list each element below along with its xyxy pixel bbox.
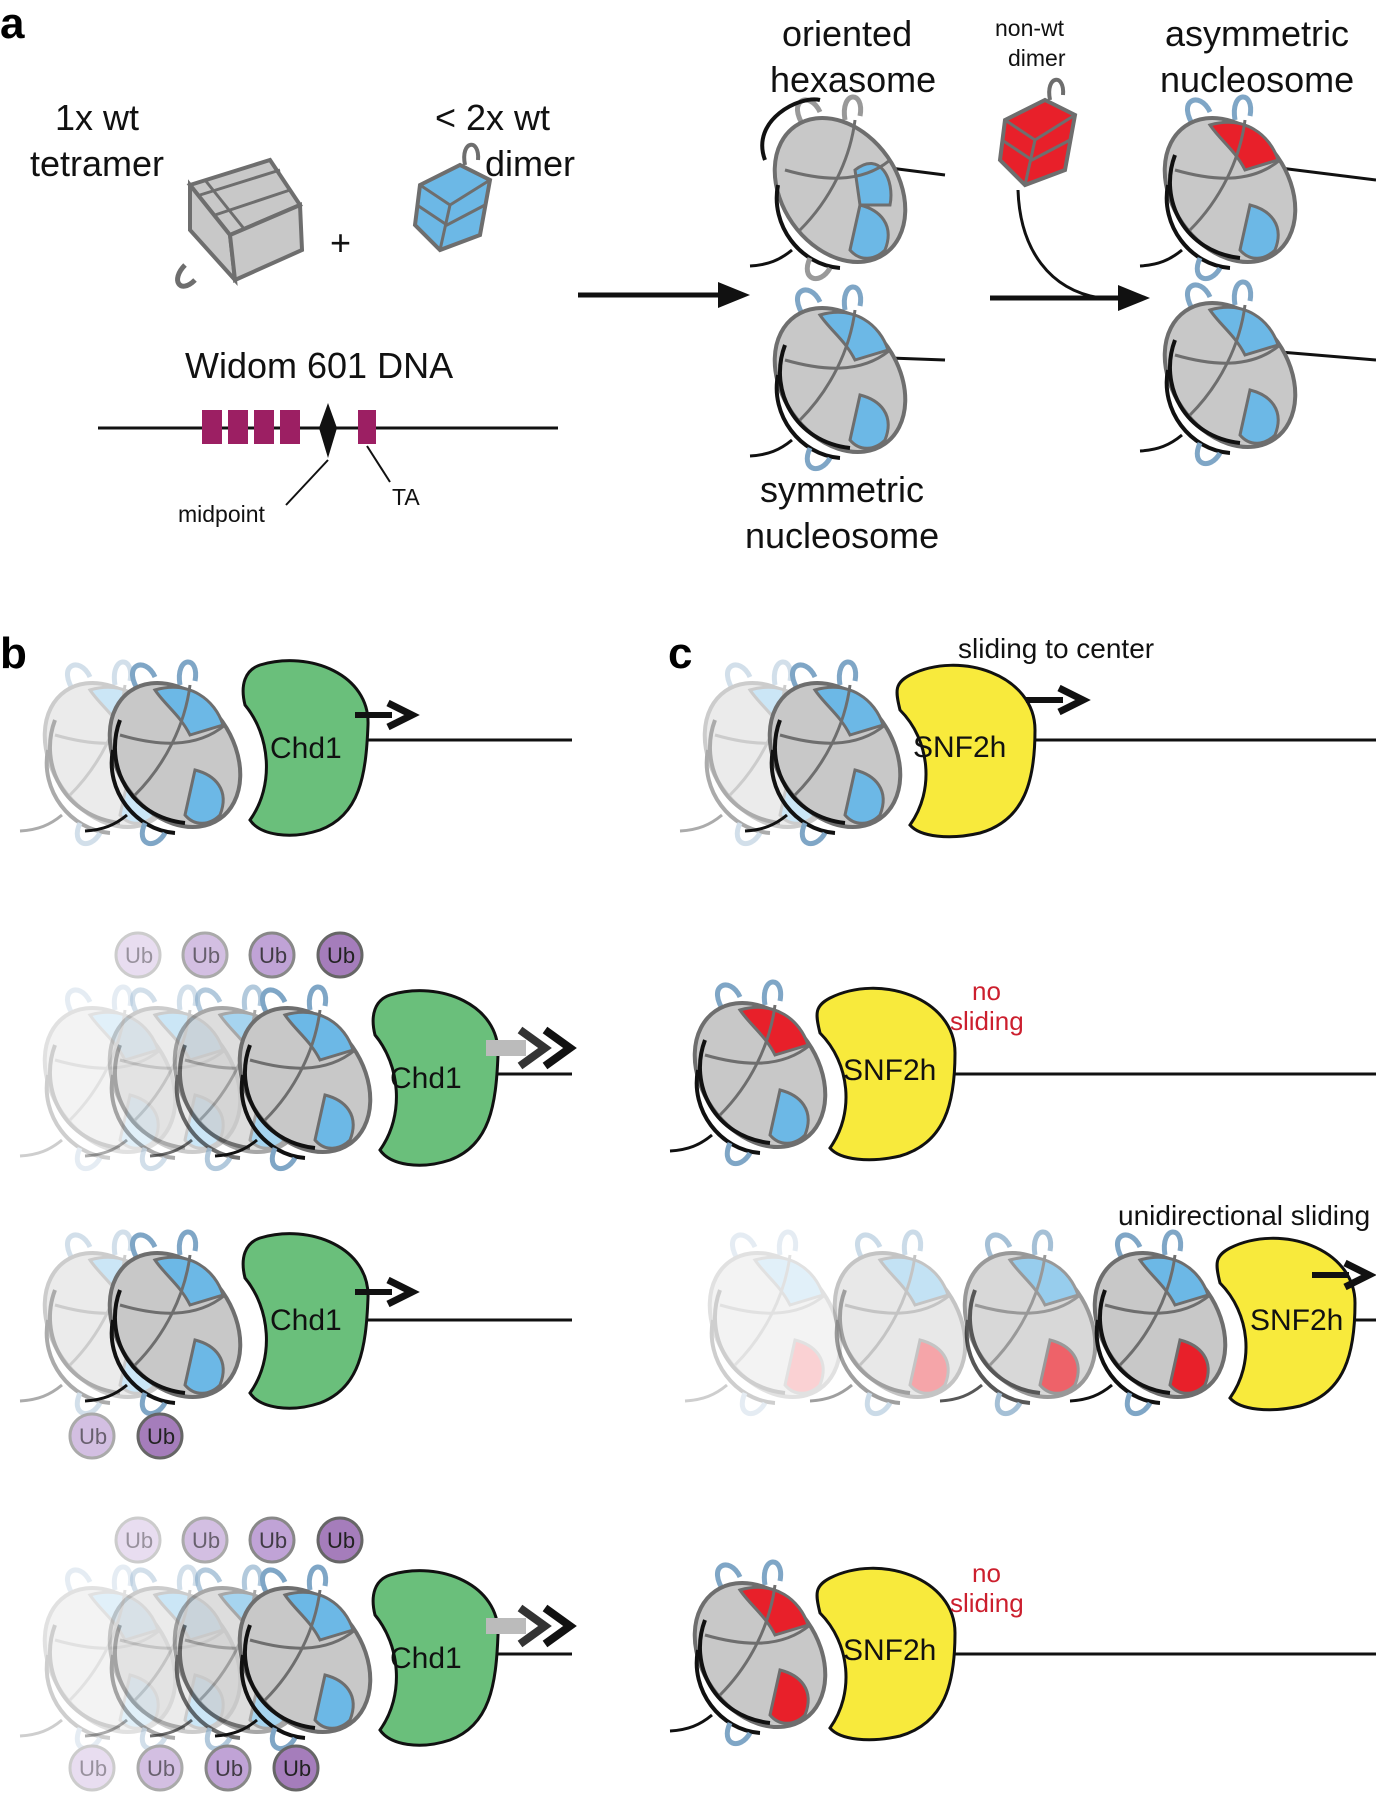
ubiquitin-group-bottom-3: Ub Ub — [68, 1412, 184, 1460]
ub-label: Ub — [259, 1528, 287, 1553]
ubiquitin-group-top-4: Ub Ub Ub Ub — [114, 1516, 364, 1564]
wt-dimer-icon — [413, 142, 492, 252]
midpoint-label: midpoint — [178, 501, 266, 527]
chd1-label-1: Chd1 — [270, 732, 342, 765]
no-sliding-label-1-line1: no — [972, 976, 1001, 1006]
chd1-label-3: Chd1 — [270, 1304, 342, 1337]
arrow-icon — [486, 1026, 577, 1070]
snf2h-row-1: sliding to center SNF2h — [678, 633, 1376, 852]
nonwt-label-line2: dimer — [1008, 45, 1066, 71]
ub-label: Ub — [125, 1528, 153, 1553]
arrow-icon — [355, 699, 420, 731]
ub-label: Ub — [192, 943, 220, 968]
tetramer-icon — [178, 160, 302, 286]
sliding-to-center-label: sliding to center — [958, 633, 1154, 664]
arrow-icon — [1312, 1259, 1376, 1291]
snf2h-label-1: SNF2h — [913, 731, 1006, 764]
dimer-label-line2: dimer — [485, 143, 575, 184]
no-sliding-label-1-line2: sliding — [950, 1006, 1024, 1036]
asymmetric-label-line2: nucleosome — [1160, 59, 1354, 100]
symmetric-label-line2: nucleosome — [745, 515, 939, 556]
unidirectional-label: unidirectional sliding — [1118, 1200, 1370, 1231]
hexasome-label-line1: oriented — [782, 13, 912, 54]
widom-601-dna — [98, 403, 558, 506]
tetramer-label-line2: tetramer — [30, 143, 164, 184]
ub-label: Ub — [147, 1756, 175, 1781]
ub-label: Ub — [327, 943, 355, 968]
snf2h-row-4: SNF2h no sliding — [668, 1558, 1376, 1752]
chd1-label-4: Chd1 — [390, 1642, 462, 1675]
snf2h-label-4: SNF2h — [843, 1634, 936, 1667]
ub-label: Ub — [79, 1424, 107, 1449]
chd1-row-2: Chd1 Ub Ub Ub Ub — [18, 931, 577, 1177]
ub-label: Ub — [259, 943, 287, 968]
arrow-icon — [1026, 684, 1091, 716]
asymmetric-label-line1: asymmetric — [1165, 13, 1349, 54]
dna-title: Widom 601 DNA — [185, 345, 453, 386]
symmetric-label-line1: symmetric — [760, 469, 924, 510]
symmetric-nucleosome-product-icon — [1138, 278, 1376, 472]
ub-label: Ub — [125, 943, 153, 968]
panel-label-a: a — [0, 0, 25, 48]
ub-label: Ub — [215, 1756, 243, 1781]
ub-label: Ub — [192, 1528, 220, 1553]
snf2h-label-3: SNF2h — [1250, 1304, 1343, 1337]
plus-sign: + — [330, 222, 351, 263]
panel-label-c: c — [668, 629, 692, 678]
ubiquitin-group-bottom-4: Ub Ub Ub Ub — [68, 1744, 320, 1792]
arrow-a1 — [578, 282, 750, 308]
ubiquitin-group-top-2: Ub Ub Ub Ub — [114, 931, 364, 979]
nonwt-label-line1: non-wt — [995, 15, 1065, 41]
ta-label: TA — [392, 484, 420, 510]
arrow-a2 — [990, 189, 1150, 311]
no-sliding-label-2-line1: no — [972, 1558, 1001, 1588]
ub-label: Ub — [79, 1756, 107, 1781]
hexasome-label-line2: hexasome — [770, 59, 936, 100]
hexasome-icon — [748, 93, 946, 287]
ub-label: Ub — [327, 1528, 355, 1553]
no-sliding-label-2-line2: sliding — [950, 1588, 1024, 1618]
panel-label-b: b — [0, 629, 27, 678]
chd1-row-4: Chd1 Ub Ub Ub Ub Ub Ub Ub Ub — [18, 1516, 577, 1792]
snf2h-label-2: SNF2h — [843, 1054, 936, 1087]
ub-label: Ub — [283, 1756, 311, 1781]
tetramer-label-line1: 1x wt — [55, 97, 139, 138]
snf2h-row-2: SNF2h no sliding — [668, 976, 1376, 1172]
ub-label: Ub — [147, 1424, 175, 1449]
snf2h-row-3: unidirectional sliding SNF2h — [683, 1200, 1376, 1422]
chd1-row-1: Chd1 — [18, 658, 572, 852]
arrow-icon — [355, 1276, 420, 1308]
chd1-row-3: Chd1 Ub Ub — [18, 1228, 572, 1460]
symmetric-nucleosome-icon — [748, 283, 946, 477]
dimer-label-line1: < 2x wt — [435, 97, 550, 138]
arrow-icon — [486, 1604, 577, 1648]
non-wt-dimer-icon — [998, 77, 1077, 187]
asymmetric-nucleosome-icon — [1138, 93, 1376, 287]
chd1-label-2: Chd1 — [390, 1062, 462, 1095]
